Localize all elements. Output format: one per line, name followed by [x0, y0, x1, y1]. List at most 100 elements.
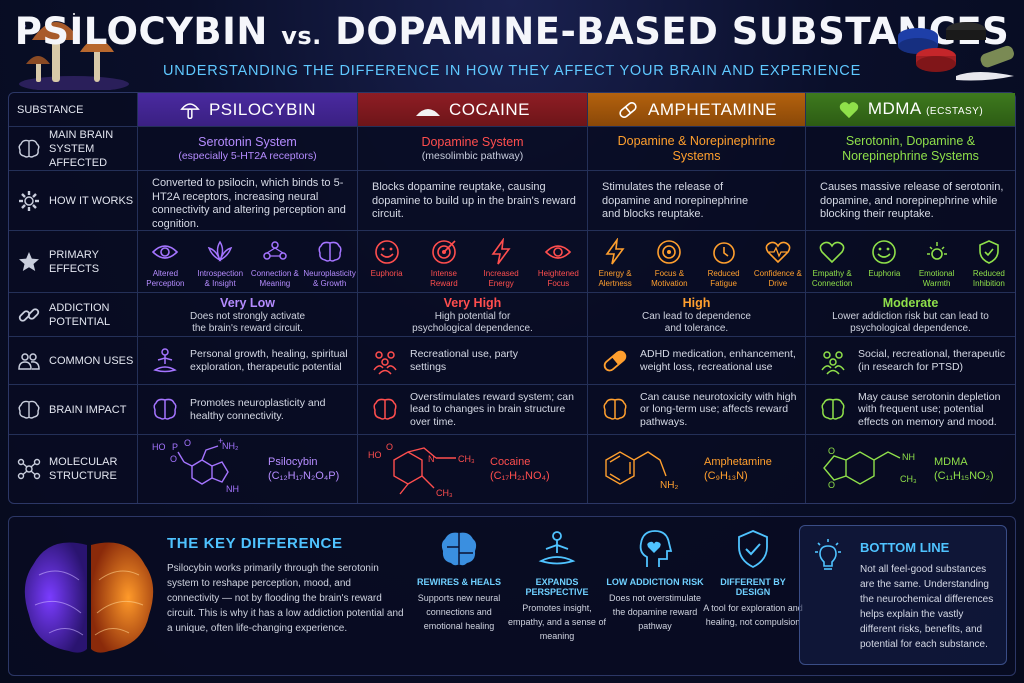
target-icon — [432, 240, 456, 264]
brain-icon — [318, 241, 342, 262]
people-network-icon — [263, 241, 287, 260]
svg-text:O: O — [170, 454, 177, 464]
pill-icon — [603, 350, 627, 371]
pillar-expands-perspective: EXPANDS PERSPECTIVE Promotes insight, em… — [507, 527, 607, 643]
eye-icon — [545, 245, 572, 259]
gear-icon — [19, 190, 39, 211]
svg-text:+: + — [218, 438, 223, 446]
mushroom-illustration — [19, 13, 129, 90]
brain-icon — [821, 398, 845, 420]
brain-icon — [603, 398, 627, 420]
lightbulb-icon — [815, 539, 841, 570]
heart-icon — [839, 101, 859, 118]
mdma-label: MDMA (ECSTASY) — [867, 98, 984, 118]
lightning-icon — [605, 238, 625, 265]
table-row-common-uses: COMMON USES Personal growth, healing, sp… — [9, 337, 1015, 385]
brain-icon — [18, 400, 40, 419]
table-row-molecular: MOLECULAR STRUCTURE HO P O O NH₂ NH + — [9, 435, 1015, 503]
column-header-amphetamine: AMPHETAMINE — [588, 93, 806, 126]
effect-energy-alertness: Energy & Alertness — [589, 238, 641, 289]
lotus-icon — [207, 240, 233, 262]
svg-text:O: O — [828, 446, 835, 456]
svg-text:CH₃: CH₃ — [436, 488, 453, 498]
group-icon — [821, 350, 845, 375]
party-people-icon — [373, 350, 397, 375]
lightning-icon — [491, 238, 511, 265]
brain-icon — [153, 398, 177, 420]
eye-icon — [152, 245, 179, 259]
brain-icon — [18, 139, 40, 158]
table-row-how-it-works: HOW IT WORKS Converted to psilocin, whic… — [9, 171, 1015, 231]
hero-header: PSILOCYBIN vs. DOPAMINE-BASED SUBSTANCES… — [0, 0, 1024, 90]
sun-icon — [926, 242, 947, 260]
svg-text:NH₂: NH₂ — [222, 441, 239, 451]
svg-text:HO: HO — [368, 450, 382, 460]
effect-confidence-drive: Confidence & Drive — [752, 238, 804, 289]
smiley-icon — [374, 240, 399, 264]
svg-text:O: O — [828, 480, 835, 490]
svg-text:NH: NH — [902, 452, 915, 462]
amphetamine-structure: NH₂ — [605, 451, 678, 491]
psilocybin-label: PSILOCYBIN — [208, 100, 317, 119]
heartbeat-icon — [765, 241, 791, 264]
page-title: PSILOCYBIN vs. DOPAMINE-BASED SUBSTANCES — [14, 10, 1010, 53]
molecule-icon — [17, 458, 41, 480]
effect-reduced-inhibition: Reduced Inhibition — [963, 238, 1015, 289]
pillar-low-addiction-risk: LOW ADDICTION RISK Does not overstimulat… — [605, 527, 705, 633]
brain-icon — [373, 398, 397, 420]
effect-reduced-fatigue: Reduced Fatigue — [698, 238, 750, 289]
pill-capsule-icon — [619, 101, 637, 118]
effect-increased-energy: Increased Energy — [475, 238, 527, 289]
key-difference-body: Psilocybin works primarily through the s… — [167, 563, 404, 634]
comparison-table: SUBSTANCE PSILOCYBIN COCAINE AMPHETAMINE… — [8, 92, 1016, 504]
effect-focus-motivation: Focus & Motivation — [643, 238, 695, 289]
head-heart-icon — [639, 530, 673, 567]
key-difference-panel: THE KEY DIFFERENCE Psilocybin works prim… — [8, 516, 1016, 676]
effect-euphoria: Euphoria — [858, 238, 910, 279]
powder-pile-icon — [416, 108, 441, 116]
column-header-cocaine: COCAINE — [358, 93, 588, 126]
svg-text:NH: NH — [226, 484, 239, 494]
svg-text:HO: HO — [152, 442, 166, 452]
effect-neuroplasticity: Neuroplasticity & Growth — [303, 238, 356, 289]
column-header-psilocybin: PSILOCYBIN — [138, 93, 358, 126]
star-icon — [19, 251, 39, 271]
svg-text:CH₃: CH₃ — [900, 474, 917, 484]
heart-icon — [819, 241, 845, 264]
clock-icon — [712, 242, 735, 264]
bottom-line-box: BOTTOM LINE Not all feel-good substances… — [799, 525, 1007, 665]
effect-empathy: Empathy & Connection — [806, 238, 858, 289]
table-row-brain-system: MAIN BRAIN SYSTEM AFFECTED Serotonin Sys… — [9, 127, 1015, 171]
cocaine-label: COCAINE — [449, 100, 530, 119]
effect-introspection: Introspection & Insight — [194, 238, 246, 289]
effect-heightened-focus: Heightened Focus — [532, 238, 584, 289]
substance-header-label: SUBSTANCE — [17, 103, 84, 116]
table-header-row: SUBSTANCE PSILOCYBIN COCAINE AMPHETAMINE… — [9, 93, 1015, 127]
effect-emotional-warmth: Emotional Warmth — [911, 238, 963, 289]
svg-text:CH₃: CH₃ — [458, 454, 475, 464]
target-icon — [657, 240, 682, 264]
meditation-icon — [153, 347, 177, 372]
puzzle-brain-icon — [441, 532, 477, 566]
page-subtitle: UNDERSTANDING THE DIFFERENCE IN HOW THEY… — [162, 63, 862, 79]
pillar-rewires-heals: REWIRES & HEALS Supports new neural conn… — [409, 527, 509, 633]
table-row-primary-effects: PRIMARY EFFECTS Altered Perception Intro… — [9, 231, 1015, 293]
shield-check-icon — [738, 530, 768, 569]
svg-text:NH₂: NH₂ — [660, 480, 678, 491]
bottom-line-body: Not all feel-good substances are the sam… — [860, 564, 994, 650]
pillar-different-by-design: DIFFERENT BY DESIGN A tool for explorati… — [703, 527, 803, 629]
users-icon — [18, 352, 40, 370]
svg-text:O: O — [386, 442, 393, 452]
effect-altered-perception: Altered Perception — [139, 238, 191, 289]
bottom-line-title: BOTTOM LINE — [860, 540, 950, 555]
meditation-icon — [538, 531, 576, 565]
amphetamine-label: AMPHETAMINE — [648, 100, 777, 119]
smiley-icon — [872, 240, 897, 264]
column-header-mdma: MDMA (ECSTASY) — [806, 93, 1015, 126]
mdma-structure: O O NH CH₃ — [823, 446, 917, 490]
svg-text:P: P — [172, 442, 178, 452]
effect-euphoria: Euphoria — [361, 238, 413, 279]
cocaine-structure: HO N CH₃ CH₃ O — [368, 442, 475, 498]
key-difference-title: THE KEY DIFFERENCE — [167, 535, 343, 552]
